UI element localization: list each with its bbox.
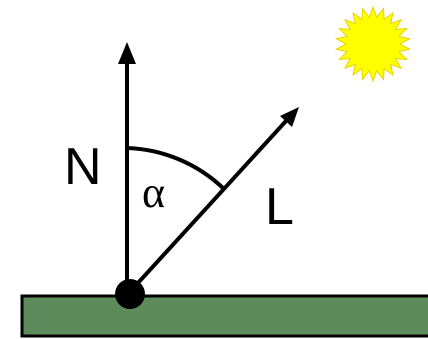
incidence-point (115, 279, 145, 309)
light-vector (125, 119, 288, 297)
light-arrowhead (280, 107, 299, 127)
angle-label: α (142, 168, 165, 217)
light-label: L (265, 178, 294, 236)
angle-arc (126, 146, 226, 191)
normal-arrowhead (118, 42, 136, 64)
normal-label: N (64, 138, 102, 196)
surface (20, 294, 428, 338)
sun-icon (334, 5, 412, 83)
